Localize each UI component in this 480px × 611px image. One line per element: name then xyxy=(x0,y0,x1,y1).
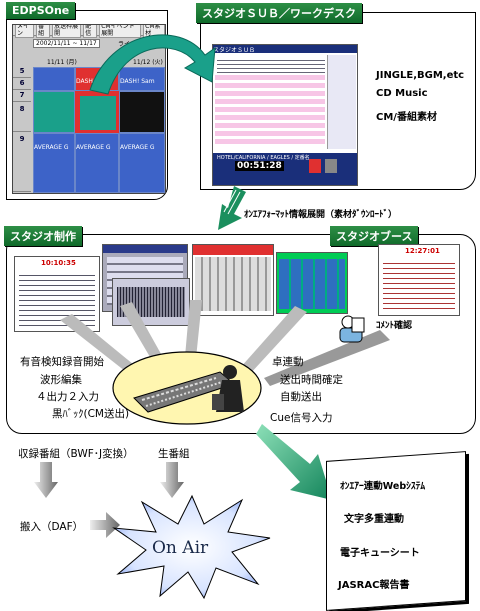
seisaku-screen-time: 10:10:35 xyxy=(41,259,76,267)
schedule-cell[interactable]: AVERAGE G xyxy=(75,133,119,193)
ingest-label: 搬入（DAF） xyxy=(20,521,84,533)
schedule-cell[interactable] xyxy=(119,91,165,133)
output-item: 電子キューシート xyxy=(340,548,420,559)
output-item: JASRAC報告書 xyxy=(338,580,410,591)
sub-time-display: 00:51:28 xyxy=(235,161,284,171)
edps-menu-bar: メイン 番組 放送枠展開 配信 CMイベント展開 CM素材 xyxy=(13,25,165,38)
curved-transfer-arrow xyxy=(89,34,216,95)
schedule-cell[interactable] xyxy=(33,67,75,91)
down-arrow-live xyxy=(160,462,184,498)
sub-play-button[interactable] xyxy=(309,159,321,173)
seisaku-screen-mixer xyxy=(192,244,274,316)
edpsone-label: EDPSOne xyxy=(6,2,76,19)
booth-screen-list: 12:27:01 xyxy=(378,244,460,316)
mixing-console-illustration xyxy=(112,351,262,425)
row-label: 6 xyxy=(13,79,31,90)
cell-text: AVERAGE G xyxy=(34,144,69,151)
down-arrow-recorded xyxy=(34,462,58,498)
edps-date-range[interactable]: 2002/11/11 ~ 11/17 xyxy=(33,39,100,48)
seisaku-list-lines xyxy=(19,271,95,327)
row-label: 7 xyxy=(13,91,31,102)
download-caption: ｵﾝｴｱﾌｫｰﾏｯﾄ情報展開（素材ﾀﾞｳﾝﾛｰﾄﾞ） xyxy=(244,210,398,220)
right-op: 卓連動 xyxy=(272,356,304,368)
right-op: 送出時間確定 xyxy=(280,374,343,386)
ingest-arrow xyxy=(90,512,120,538)
left-op: ４出力２入力 xyxy=(36,391,99,403)
edps-tab[interactable]: 配信 xyxy=(83,25,98,38)
output-arrow xyxy=(256,424,332,500)
schedule-cell[interactable]: AVERAGE G xyxy=(33,133,75,193)
booth-list-lines xyxy=(383,259,455,311)
edps-tab[interactable]: 番組 xyxy=(36,25,51,38)
mixer-header xyxy=(193,245,273,255)
row-label: 9 xyxy=(13,135,31,192)
output-item: ｵﾝｴｱｰ連動Webｼｽﾃﾑ xyxy=(340,481,426,492)
material-cd: CD Music xyxy=(376,88,428,99)
output-item: 文字多重連動 xyxy=(344,514,404,525)
sub-stop-button[interactable] xyxy=(325,159,337,173)
recorded-program-label: 収録番組（BWF･J変換） xyxy=(18,448,134,460)
left-op: 波形編集 xyxy=(40,374,82,386)
studio-booth-label: スタジオブース xyxy=(330,226,419,246)
edps-tab[interactable]: CMイベント展開 xyxy=(99,25,142,38)
live-program-label: 生番組 xyxy=(158,448,190,460)
mixer-body xyxy=(195,257,271,311)
seisaku-screen-wave xyxy=(112,278,190,326)
console-grid xyxy=(279,259,345,309)
left-op: 黒ﾊﾞｯｸ(CM送出) xyxy=(52,408,130,420)
booth-screen-console xyxy=(276,252,348,314)
sub-window-title: スタジオＳＵＢ xyxy=(213,45,357,54)
schedule-cell[interactable]: AVERAGE G xyxy=(119,133,165,193)
right-op: 自動送出 xyxy=(280,391,322,403)
left-op: 有音検知録音開始 xyxy=(20,356,104,368)
person-checking-icon xyxy=(339,315,365,343)
sub-footer-text: HOTEL/CALIFORNIA / EAGLES / 定番名 xyxy=(217,155,310,161)
editor-header xyxy=(103,245,187,253)
cell-text: AVERAGE G xyxy=(76,144,111,151)
on-air-text: On Air xyxy=(152,538,209,558)
schedule-cell[interactable] xyxy=(33,91,75,133)
seisaku-screen-list: 10:10:35 xyxy=(14,256,100,332)
right-op: Cue信号入力 xyxy=(270,412,333,424)
sub-list-pink xyxy=(215,75,325,145)
sub-side-panel xyxy=(327,55,356,149)
edps-col-date: 11/12 (火) xyxy=(133,59,163,66)
schedule-cell[interactable]: DASH! Sam xyxy=(119,67,165,91)
studio-sub-label: スタジオＳＵＢ／ワークデスク xyxy=(196,3,362,23)
material-jingle: JINGLE,BGM,etc xyxy=(376,70,465,81)
cell-text: AVERAGE G xyxy=(120,144,155,151)
sub-list-text xyxy=(217,57,325,73)
cell-text: DASH! Sam xyxy=(120,78,155,85)
material-cm: CM/番組素材 xyxy=(376,112,437,123)
studio-sub-window: スタジオＳＵＢ 00:51:28 HOTEL/CALIFORNIA / EAGL… xyxy=(212,44,358,186)
row-label: 5 xyxy=(13,67,31,78)
download-arrow xyxy=(218,186,246,230)
on-air-starburst xyxy=(112,494,271,600)
booth-screen-time: 12:27:01 xyxy=(405,247,440,255)
comment-check-label: ｺﾒﾝﾄ確認 xyxy=(376,321,413,331)
edps-tab[interactable]: メイン xyxy=(15,25,35,38)
row-label: 8 xyxy=(13,105,31,132)
edps-col-date: 11/11 (月) xyxy=(47,59,77,66)
studio-seisaku-label: スタジオ制作 xyxy=(4,226,82,246)
edps-tab[interactable]: 放送枠展開 xyxy=(52,25,82,38)
